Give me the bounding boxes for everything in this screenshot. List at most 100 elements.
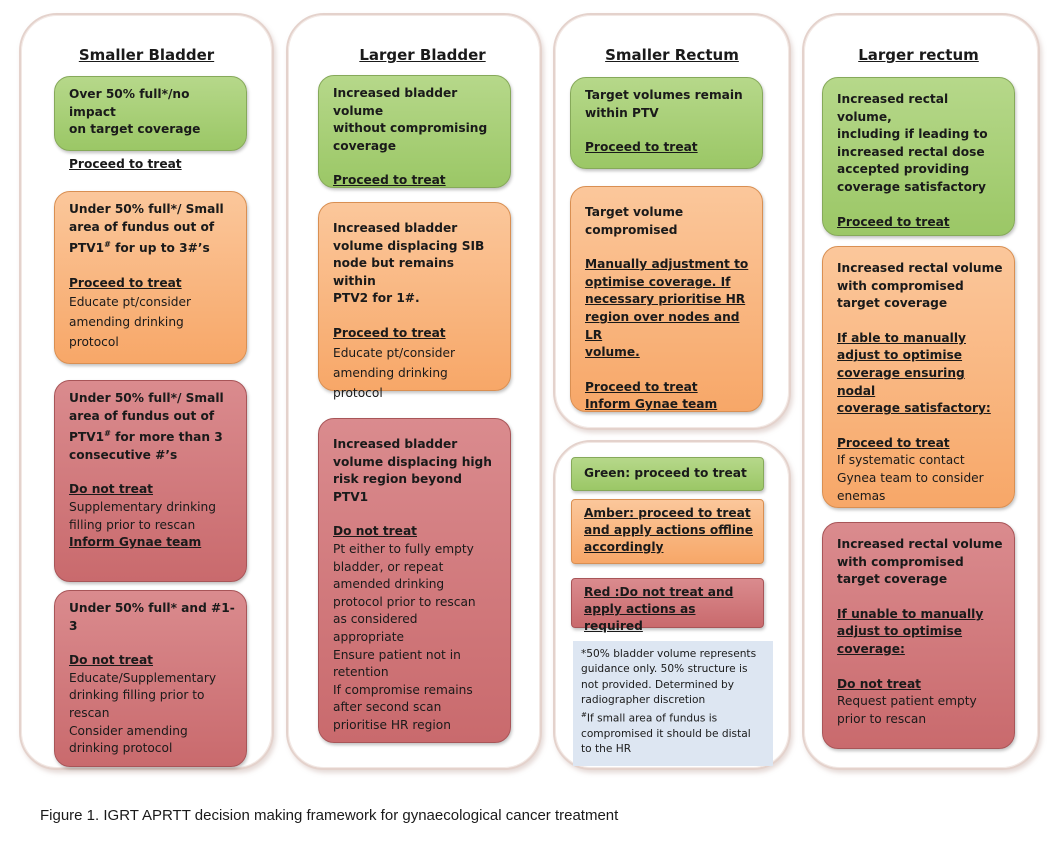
box-action: Do not treat xyxy=(837,676,922,691)
legend-text: apply actions as required xyxy=(584,602,696,633)
box-action: Proceed to treat xyxy=(69,156,182,171)
box-detail: protocol xyxy=(69,335,119,350)
box-detail: filling prior to rescan xyxy=(69,517,196,532)
box-action: Do not treat xyxy=(69,653,154,668)
legend-red: Red :Do not treat and apply actions as r… xyxy=(571,578,764,633)
box-text: adjust to optimise xyxy=(837,348,963,363)
sr-green-box: Target volumes remain within PTV Proceed… xyxy=(570,77,763,169)
box-detail: Inform Gynae team xyxy=(585,397,718,412)
box-text: accepted providing xyxy=(837,162,970,177)
box-text: Increased bladder xyxy=(333,221,458,235)
box-detail: Inform Gynae team xyxy=(69,535,202,550)
box-action: Proceed to treat xyxy=(69,275,182,290)
box-detail: If compromise remains xyxy=(333,682,473,697)
box-detail: Ensure patient not in xyxy=(333,647,461,662)
column-title: Smaller Bladder xyxy=(78,46,215,64)
footnote-text: to the HR xyxy=(581,743,632,756)
box-text: without compromising xyxy=(333,121,488,136)
column-title: Larger Bladder xyxy=(359,46,486,64)
box-text: region over nodes and LR xyxy=(585,309,740,342)
box-detail: retention xyxy=(333,665,389,680)
box-detail: Educate pt/consider xyxy=(333,345,455,360)
legend-text: Green: proceed to treat xyxy=(584,466,747,480)
box-detail: bladder, or repeat xyxy=(333,559,444,574)
legend-green: Green: proceed to treat xyxy=(571,457,764,491)
box-text: within PTV xyxy=(585,105,659,120)
box-text: Under 50% full*/ Small xyxy=(69,202,224,216)
box-text: including if leading to xyxy=(837,127,988,142)
footnote-text: compromised it should be distal xyxy=(581,728,751,741)
box-detail: enemas xyxy=(837,488,886,503)
box-text: PTV2 for 1#. xyxy=(333,291,420,306)
sb-red-box-2: Under 50% full* and #1-3 Do not treat Ed… xyxy=(54,590,247,767)
box-text: increased rectal dose xyxy=(837,144,985,159)
column-larger-bladder: Larger Bladder Increased bladder volume … xyxy=(286,13,542,770)
lb-red-box: Increased bladder volume displacing high… xyxy=(318,418,511,743)
box-text: area of fundus out of xyxy=(69,219,215,234)
column-larger-rectum: Larger rectum Increased rectal volume, i… xyxy=(802,13,1040,770)
box-text: with compromised xyxy=(837,554,964,569)
box-detail: prior to rescan xyxy=(837,711,927,726)
box-detail: Request patient empty xyxy=(837,694,977,709)
box-text: Manually adjustment to xyxy=(585,257,749,272)
box-detail: Educate/Supplementary xyxy=(69,670,217,685)
box-text: target coverage xyxy=(837,572,948,587)
box-action: Do not treat xyxy=(69,482,154,497)
box-text: risk region beyond PTV1 xyxy=(333,472,462,504)
box-text: volume. xyxy=(585,345,640,360)
box-action: Proceed to treat xyxy=(837,435,950,450)
box-detail: If systematic contact xyxy=(837,453,965,468)
box-text: optimise coverage. If xyxy=(585,274,731,289)
legend-text: Amber: proceed to treat xyxy=(584,506,751,520)
box-detail: appropriate xyxy=(333,629,405,644)
box-detail: amended drinking xyxy=(333,577,445,592)
box-text: Increased bladder volume xyxy=(333,86,458,118)
box-detail: Educate pt/consider xyxy=(69,295,191,310)
box-text: Under 50% full* and #1-3 xyxy=(69,601,235,633)
box-detail: as considered xyxy=(333,612,418,627)
legend-panel: Green: proceed to treat Amber: proceed t… xyxy=(553,440,791,770)
footnote-text: guidance only. 50% structure is xyxy=(581,663,748,676)
sb-green-box: Over 50% full*/no impact on target cover… xyxy=(54,76,247,171)
box-text: Over 50% full*/no impact xyxy=(69,87,190,119)
column-smaller-bladder: Smaller Bladder Over 50% full*/no impact… xyxy=(19,13,274,770)
column-title: Larger rectum xyxy=(858,46,979,64)
lb-green-box: Increased bladder volume without comprom… xyxy=(318,75,511,188)
column-title: Smaller Rectum xyxy=(605,46,739,64)
figure-caption: Figure 1. IGRT APRTT decision making fra… xyxy=(40,807,619,824)
box-text: target coverage xyxy=(837,296,948,311)
lr-red-box: Increased rectal volume with compromised… xyxy=(822,522,1015,749)
box-text: compromised xyxy=(585,222,678,237)
box-detail: amending drinking xyxy=(69,315,184,330)
box-action: Do not treat xyxy=(333,524,418,539)
column-smaller-rectum: Smaller Rectum Target volumes remain wit… xyxy=(553,13,791,430)
box-text: PTV1# for more than 3 xyxy=(69,429,223,445)
box-detail: Pt either to fully empty xyxy=(333,541,474,556)
box-text: PTV1# for up to 3#’s xyxy=(69,240,210,256)
box-text: If unable to manually xyxy=(837,606,984,621)
box-text: Increased rectal volume, xyxy=(837,92,949,124)
box-text: Increased bladder xyxy=(333,437,458,451)
box-text: coverage satisfactory: xyxy=(837,401,991,416)
box-text: volume displacing SIB xyxy=(333,238,485,253)
legend-amber: Amber: proceed to treat and apply action… xyxy=(571,499,764,564)
footnote-text: radiographer discretion xyxy=(581,693,706,706)
legend-text: and apply actions offline xyxy=(584,523,754,537)
lr-amber-box: Increased rectal volume with compromised… xyxy=(822,246,1015,508)
footnote-text: #If small area of fundus is xyxy=(581,711,718,725)
sb-red-box-1: Under 50% full*/ Small area of fundus ou… xyxy=(54,380,247,582)
box-detail: prioritise HR region xyxy=(333,717,451,732)
box-text: with compromised xyxy=(837,278,964,293)
box-detail: Supplementary drinking xyxy=(69,500,217,515)
box-action: Proceed to treat xyxy=(333,173,446,188)
box-text: area of fundus out of xyxy=(69,408,215,423)
box-action: Proceed to treat xyxy=(837,214,950,229)
footnote-box: *50% bladder volume represents guidance … xyxy=(573,641,773,766)
box-action: Proceed to treat xyxy=(585,140,698,155)
box-detail: rescan xyxy=(69,705,110,720)
box-text: necessary prioritise HR xyxy=(585,292,746,307)
box-action: Proceed to treat xyxy=(585,379,698,394)
box-detail: drinking protocol xyxy=(69,741,173,756)
legend-text: Red :Do not treat and xyxy=(584,585,734,599)
box-text: coverage xyxy=(333,138,397,153)
